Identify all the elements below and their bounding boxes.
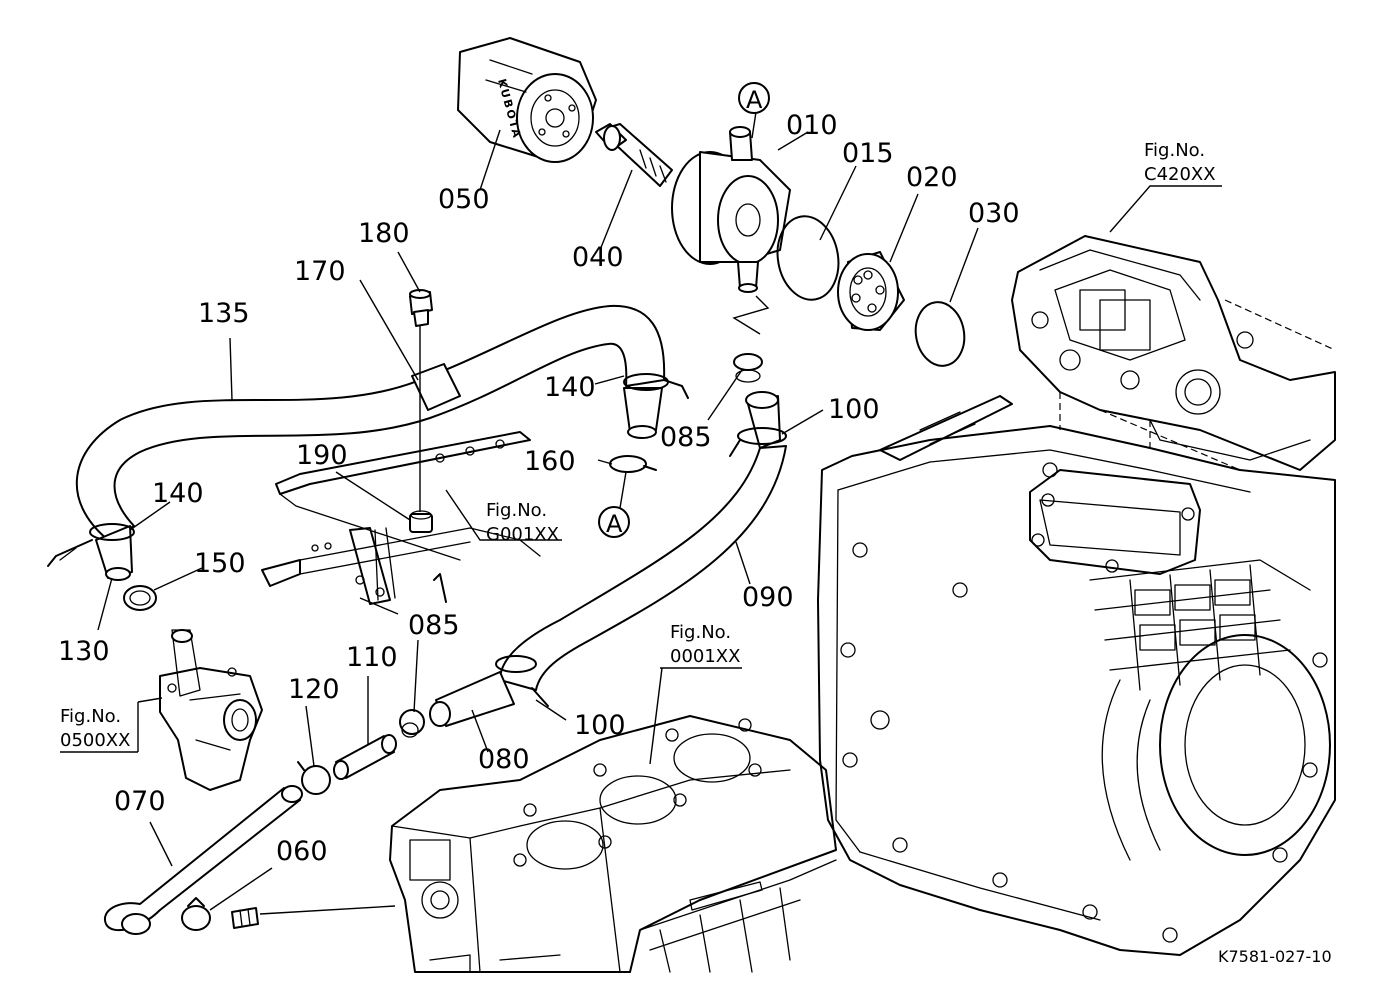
- clamp-160: [609, 455, 657, 473]
- pipe-110: [333, 734, 397, 780]
- svg-text:A: A: [746, 86, 763, 114]
- connection-marker-a-bottom: A: [598, 506, 630, 538]
- svg-text:Fig.No.: Fig.No.: [60, 706, 121, 727]
- svg-text:A: A: [606, 510, 623, 538]
- hose-135: [75, 304, 666, 541]
- callout-080: 080: [478, 744, 530, 775]
- fitting-060: [231, 907, 259, 929]
- fig-ref-g001xx: Fig.No. G001XX: [486, 500, 559, 545]
- adapter-040: [595, 123, 673, 187]
- callout-110: 110: [346, 642, 398, 673]
- callout-140-left: 140: [152, 478, 204, 509]
- callout-085-bottom: 085: [408, 610, 460, 641]
- svg-text:0500XX: 0500XX: [60, 730, 130, 751]
- clamp-085-bottom: [399, 709, 425, 738]
- svg-text:C420XX: C420XX: [1144, 164, 1216, 185]
- callout-160: 160: [524, 446, 576, 477]
- engine-block: [389, 715, 837, 973]
- svg-text:Fig.No.: Fig.No.: [670, 622, 731, 643]
- transmission-case: [817, 235, 1336, 956]
- clamp-150: [123, 585, 157, 611]
- callout-100-top: 100: [828, 394, 880, 425]
- clamp-120: [297, 761, 331, 795]
- callout-015: 015: [842, 138, 894, 169]
- callout-140-right: 140: [544, 372, 596, 403]
- clamp-140-left: [47, 523, 135, 567]
- leader-lines: [60, 111, 1222, 915]
- oil-cooler: [671, 126, 791, 293]
- callout-130: 130: [58, 636, 110, 667]
- callout-150: 150: [194, 548, 246, 579]
- clamp-060: [181, 897, 211, 931]
- callout-050: 050: [438, 184, 490, 215]
- fig-ref-0500xx: Fig.No. 0500XX: [60, 706, 130, 751]
- clamp-085-top: [733, 353, 763, 383]
- callout-010: 010: [786, 110, 838, 141]
- callout-135: 135: [198, 298, 250, 329]
- connector-100-bottom: [495, 655, 549, 707]
- connector-100-top: [729, 391, 787, 457]
- callout-030: 030: [968, 198, 1020, 229]
- callout-070: 070: [114, 786, 166, 817]
- drawing-code: K7581-027-10: [1218, 947, 1332, 966]
- element-020: [837, 251, 905, 331]
- callout-040: 040: [572, 242, 624, 273]
- break-mark-top: [732, 295, 770, 335]
- fig-ref-c420xx: Fig.No. C420XX: [1144, 140, 1216, 185]
- callout-180: 180: [358, 218, 410, 249]
- fig-ref-0001xx: Fig.No. 0001XX: [670, 622, 740, 667]
- pipe-080: [429, 671, 515, 727]
- svg-text:Fig.No.: Fig.No.: [1144, 140, 1205, 161]
- pipe-140-right: [623, 387, 663, 439]
- callout-020: 020: [906, 162, 958, 193]
- hose-090: [499, 445, 787, 691]
- svg-text:0001XX: 0001XX: [670, 646, 740, 667]
- o-ring-015: [776, 215, 840, 301]
- bolt-180: [409, 289, 433, 327]
- svg-text:G001XX: G001XX: [486, 524, 559, 545]
- clamp-140-right: [623, 373, 689, 399]
- oil-filter: KUBOTA: [457, 37, 597, 163]
- connection-marker-a-top: A: [738, 82, 770, 114]
- hose-070: [103, 785, 303, 935]
- o-ring-030: [914, 301, 966, 367]
- callout-090: 090: [742, 582, 794, 613]
- callout-085-top: 085: [660, 422, 712, 453]
- callout-060: 060: [276, 836, 328, 867]
- thermostat-housing: [159, 629, 263, 791]
- front-bracket: [261, 431, 541, 605]
- callout-190: 190: [296, 440, 348, 471]
- callout-170: 170: [294, 256, 346, 287]
- callout-labels: 010 015 020 030 040 050 060 070 080 085 …: [58, 110, 1020, 867]
- callout-120: 120: [288, 674, 340, 705]
- callout-100-bottom: 100: [574, 710, 626, 741]
- svg-text:Fig.No.: Fig.No.: [486, 500, 547, 521]
